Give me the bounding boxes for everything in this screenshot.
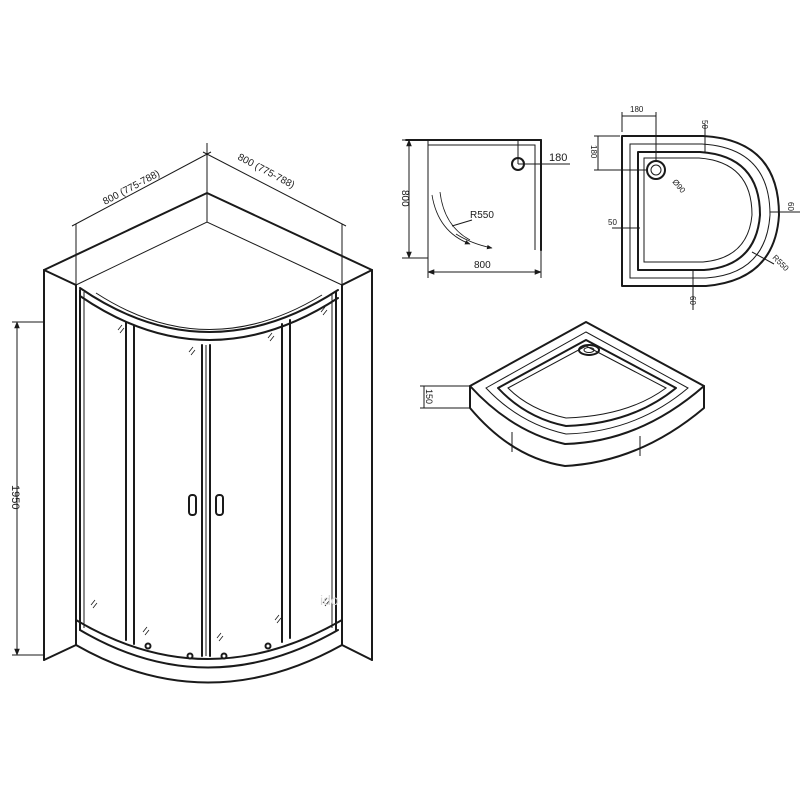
tray-edge-right-label: 60	[786, 202, 795, 211]
plan-width-label: 800	[474, 260, 491, 271]
tray-edge-left-label: 50	[608, 218, 617, 227]
tray-height-label: 150	[424, 389, 434, 404]
door-handle-right	[215, 494, 224, 516]
tray-drain-x-label: 180	[630, 105, 644, 114]
glass-hatch-marks	[90, 306, 330, 642]
tray-edge-bottom-label: 60	[688, 296, 697, 305]
dim-height-label: 1950	[9, 485, 21, 509]
tray-drain-dia-label: Ø90	[670, 178, 687, 196]
dim-height: 1950	[9, 321, 44, 656]
tray-radius-label: R550	[771, 253, 791, 273]
corner-walls	[43, 192, 373, 661]
plan-radius-label: R550	[470, 210, 494, 221]
door-handle-left	[188, 494, 197, 516]
dim-width-right: 800 (775-788)	[202, 151, 347, 285]
fixed-panel-right	[281, 319, 291, 643]
tray-base	[75, 619, 343, 684]
tray-iso-view: 150	[420, 321, 705, 467]
dim-width-left: 800 (775-788)	[71, 143, 212, 285]
side-profile-left	[79, 289, 85, 631]
plan-drain-offset-label: 180	[549, 152, 567, 164]
tray-top-view: Ø90 180 180 50 50 60 R550 60	[589, 105, 800, 310]
enclosure-view: 800 (775-788) 800 (775-788) 1950 ido	[9, 143, 373, 684]
sliding-doors	[201, 344, 211, 657]
dim-width-left-label: 800 (775-788)	[101, 168, 162, 207]
fixed-panel-left	[125, 321, 135, 645]
top-rail	[79, 287, 339, 341]
plan-depth-label: 800	[399, 190, 410, 207]
tray-edge-top-label: 50	[700, 120, 709, 129]
dim-width-right-label: 800 (775-788)	[236, 152, 297, 191]
watermark-text: ido	[320, 592, 339, 608]
side-profile-right	[331, 291, 337, 631]
tray-drain-y-label: 180	[589, 145, 598, 159]
plan-view: R550 800 800 180	[399, 139, 570, 278]
